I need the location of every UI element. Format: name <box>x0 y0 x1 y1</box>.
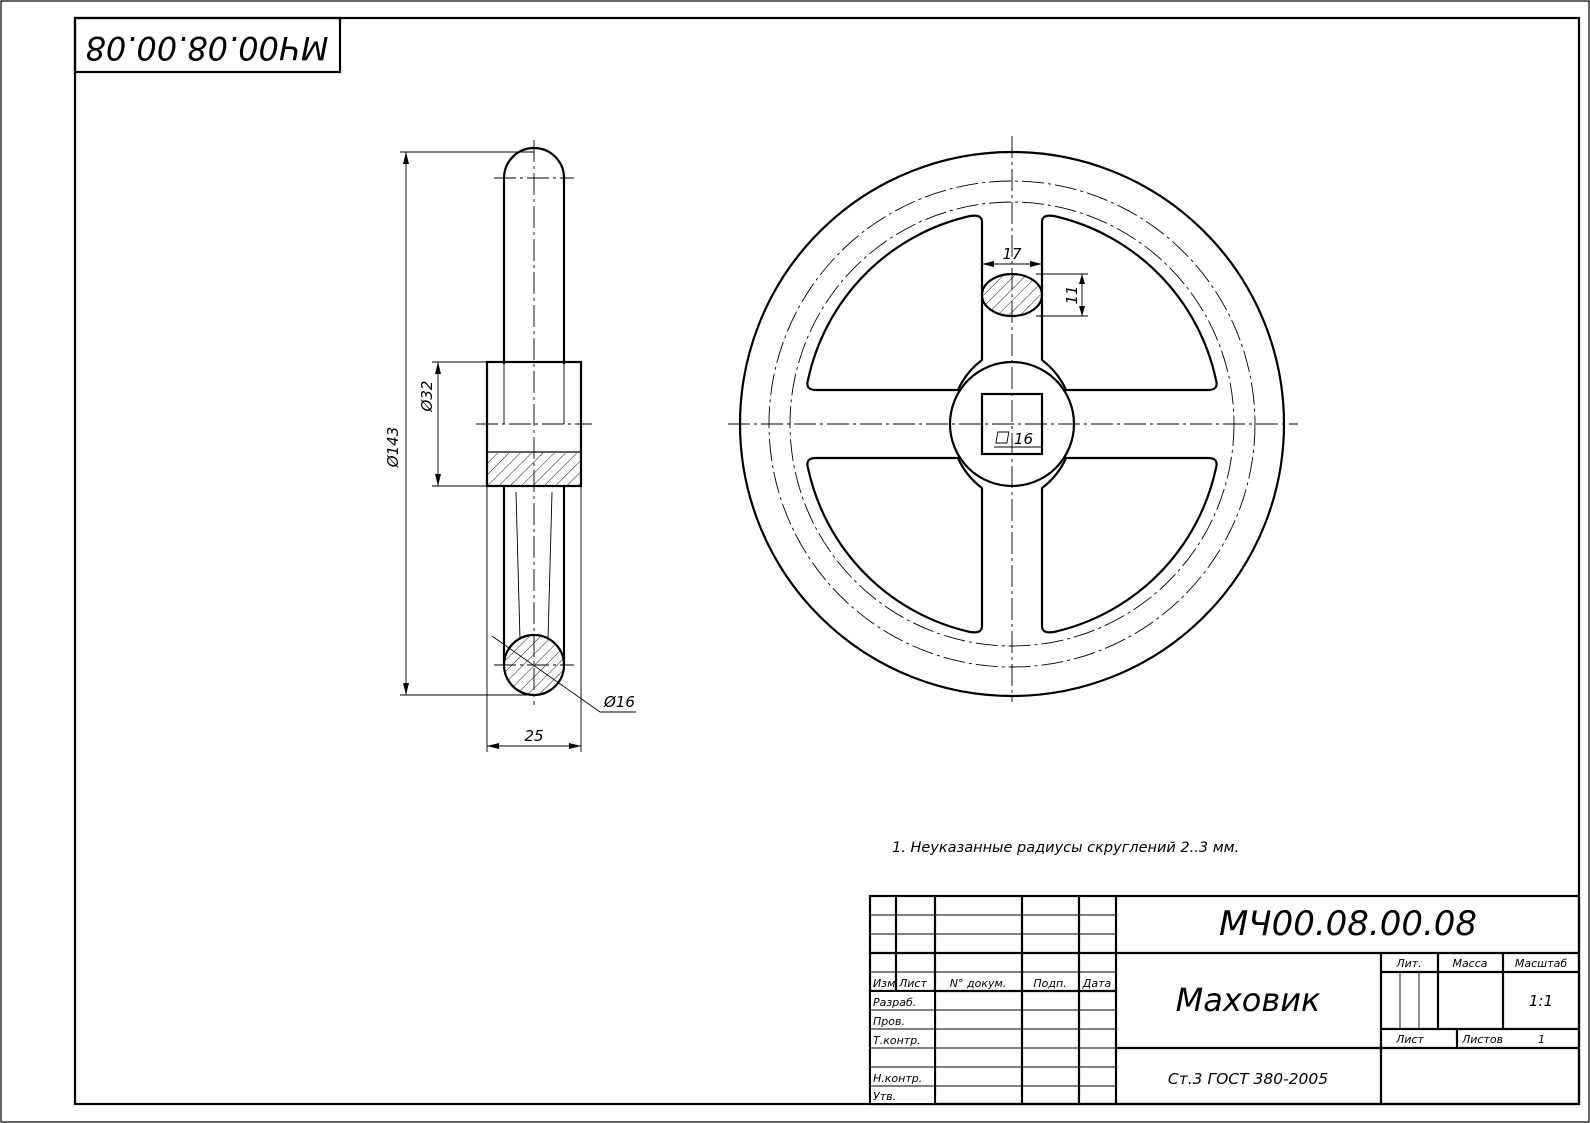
window-top-left <box>806 214 984 392</box>
row-tkontr: Т.контр. <box>873 1034 921 1047</box>
label-lit: Лит. <box>1395 957 1421 970</box>
technical-note: 1. Неуказанные радиусы скруглений 2..3 м… <box>892 840 1239 856</box>
row-utv: Утв. <box>873 1090 896 1103</box>
col-doc: N° докум. <box>950 977 1007 990</box>
col-date: Дата <box>1082 977 1112 990</box>
material: Ст.3 ГОСТ 380-2005 <box>1168 1070 1328 1088</box>
col-sign: Подп. <box>1033 977 1066 990</box>
part-title: Маховик <box>1176 981 1321 1019</box>
dim-hub-width: 25 <box>524 727 543 745</box>
side-view: Ø143 Ø32 Ø16 25 <box>384 140 636 752</box>
stamp-box <box>73 16 342 74</box>
dim-spoke-width: 17 <box>1002 245 1022 263</box>
col-list: Лист <box>898 977 927 990</box>
dim-spoke-thickness: 11 <box>1063 285 1081 304</box>
designation: МЧ00.08.00.08 <box>1219 904 1477 944</box>
col-izm: Изм <box>873 977 895 990</box>
dim-square-hole: 16 <box>1014 430 1033 448</box>
row-razrab: Разраб. <box>873 996 916 1009</box>
scale-value: 1:1 <box>1529 992 1553 1010</box>
row-nkontr: Н.контр. <box>873 1072 922 1085</box>
label-sheets: Листов <box>1461 1033 1503 1046</box>
label-scale: Масштаб <box>1515 957 1567 970</box>
front-view: 17 11 16 <box>728 136 1298 702</box>
sheets-count: 1 <box>1538 1033 1545 1046</box>
dim-outer-diameter: Ø143 <box>384 427 402 468</box>
title-block: МЧ00.08.00.08 Маховик Ст.3 ГОСТ 380-2005… <box>868 894 1581 1106</box>
window-bottom-right <box>1040 456 1218 634</box>
window-top-right <box>1040 214 1218 392</box>
dim-hub-diameter: Ø32 <box>418 381 436 413</box>
stamp-mirrored-text: МЧ00.08.00.08 <box>86 29 329 67</box>
window-bottom-left <box>806 456 984 634</box>
label-mass: Масса <box>1452 957 1487 970</box>
dim-rim-section: Ø16 <box>603 693 635 711</box>
inner-frame <box>73 16 1581 1106</box>
row-prov: Пров. <box>873 1015 905 1028</box>
label-sheet: Лист <box>1395 1033 1424 1046</box>
square-symbol <box>995 431 1010 444</box>
